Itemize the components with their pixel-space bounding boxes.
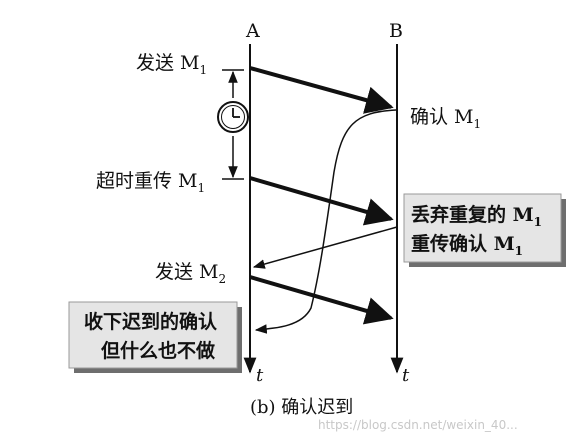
send-m2-label: 发送 M2 — [155, 261, 226, 286]
ack-resend-arrow — [252, 226, 398, 269]
m1-retransmit-arrow — [249, 176, 394, 226]
time-label-b: t — [402, 365, 410, 386]
node-a-label: A — [245, 20, 260, 42]
m2-send-arrow — [249, 275, 394, 325]
ack-m1-label: 确认 M1 — [410, 106, 481, 131]
watermark: https://blog.csdn.net/weixin_40... — [318, 418, 518, 432]
late-ack-line2: 但什么也不做 — [101, 339, 215, 362]
retransmit-m1-label: 超时重传 M1 — [96, 170, 205, 195]
resend-ack-text: 重传确认 M1 — [411, 232, 523, 258]
late-ack-box: 收下迟到的确认 但什么也不做 — [68, 301, 242, 373]
node-b-label: B — [389, 20, 403, 42]
send-m1-label: 发送 M1 — [136, 52, 207, 77]
discard-duplicate-text: 丢弃重复的 M1 — [411, 203, 542, 229]
late-ack-line1: 收下迟到的确认 — [84, 310, 217, 333]
figure-caption: (b) 确认迟到 — [250, 397, 353, 418]
time-label-a: t — [256, 365, 264, 386]
duplicate-discard-box: 丢弃重复的 M1 重传确认 M1 — [403, 193, 566, 267]
m1-send-arrow — [249, 66, 394, 114]
late-ack-curve — [254, 109, 397, 334]
clock-icon — [217, 101, 249, 133]
